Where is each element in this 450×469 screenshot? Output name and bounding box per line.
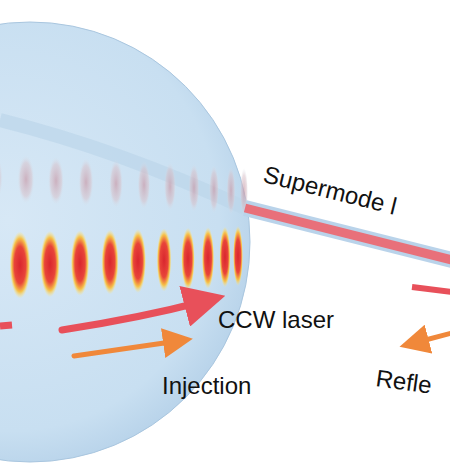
reflection-label: Refle — [374, 364, 433, 400]
mode-lobes — [0, 226, 243, 300]
ccw-laser-arrow — [62, 301, 205, 330]
mode-lobe — [130, 229, 146, 293]
injection-label: Injection — [162, 372, 251, 400]
mode-lobe — [181, 228, 195, 290]
equator-band — [0, 120, 245, 208]
faint-lobe — [48, 157, 64, 205]
mode-lobe — [157, 228, 172, 291]
mode-lobe — [40, 231, 60, 297]
faint-lobe — [0, 154, 3, 202]
mode-lobe — [10, 231, 31, 298]
mode-lobe — [219, 227, 230, 288]
fiber-sheath — [245, 208, 450, 262]
faint-lobe — [18, 155, 35, 203]
faint-mode-lobes — [0, 154, 248, 216]
injection-arrow — [74, 341, 178, 356]
mode-lobe — [101, 230, 118, 295]
mode-lobe — [233, 226, 243, 286]
mode-lobe — [202, 227, 214, 289]
faint-lobe — [79, 158, 94, 206]
reflection-arrow — [414, 333, 450, 343]
laser-label: CCW laser — [218, 306, 334, 334]
faint-lobe — [138, 161, 151, 209]
mode-lobe — [71, 230, 89, 296]
laser-tail — [0, 325, 12, 326]
faint-lobe — [209, 165, 219, 213]
faint-lobe — [109, 160, 123, 208]
fiber-core — [245, 208, 450, 262]
faint-lobe — [164, 162, 176, 210]
output-laser-line — [412, 287, 450, 292]
faint-lobe — [189, 164, 200, 212]
faint-lobe — [227, 167, 236, 215]
